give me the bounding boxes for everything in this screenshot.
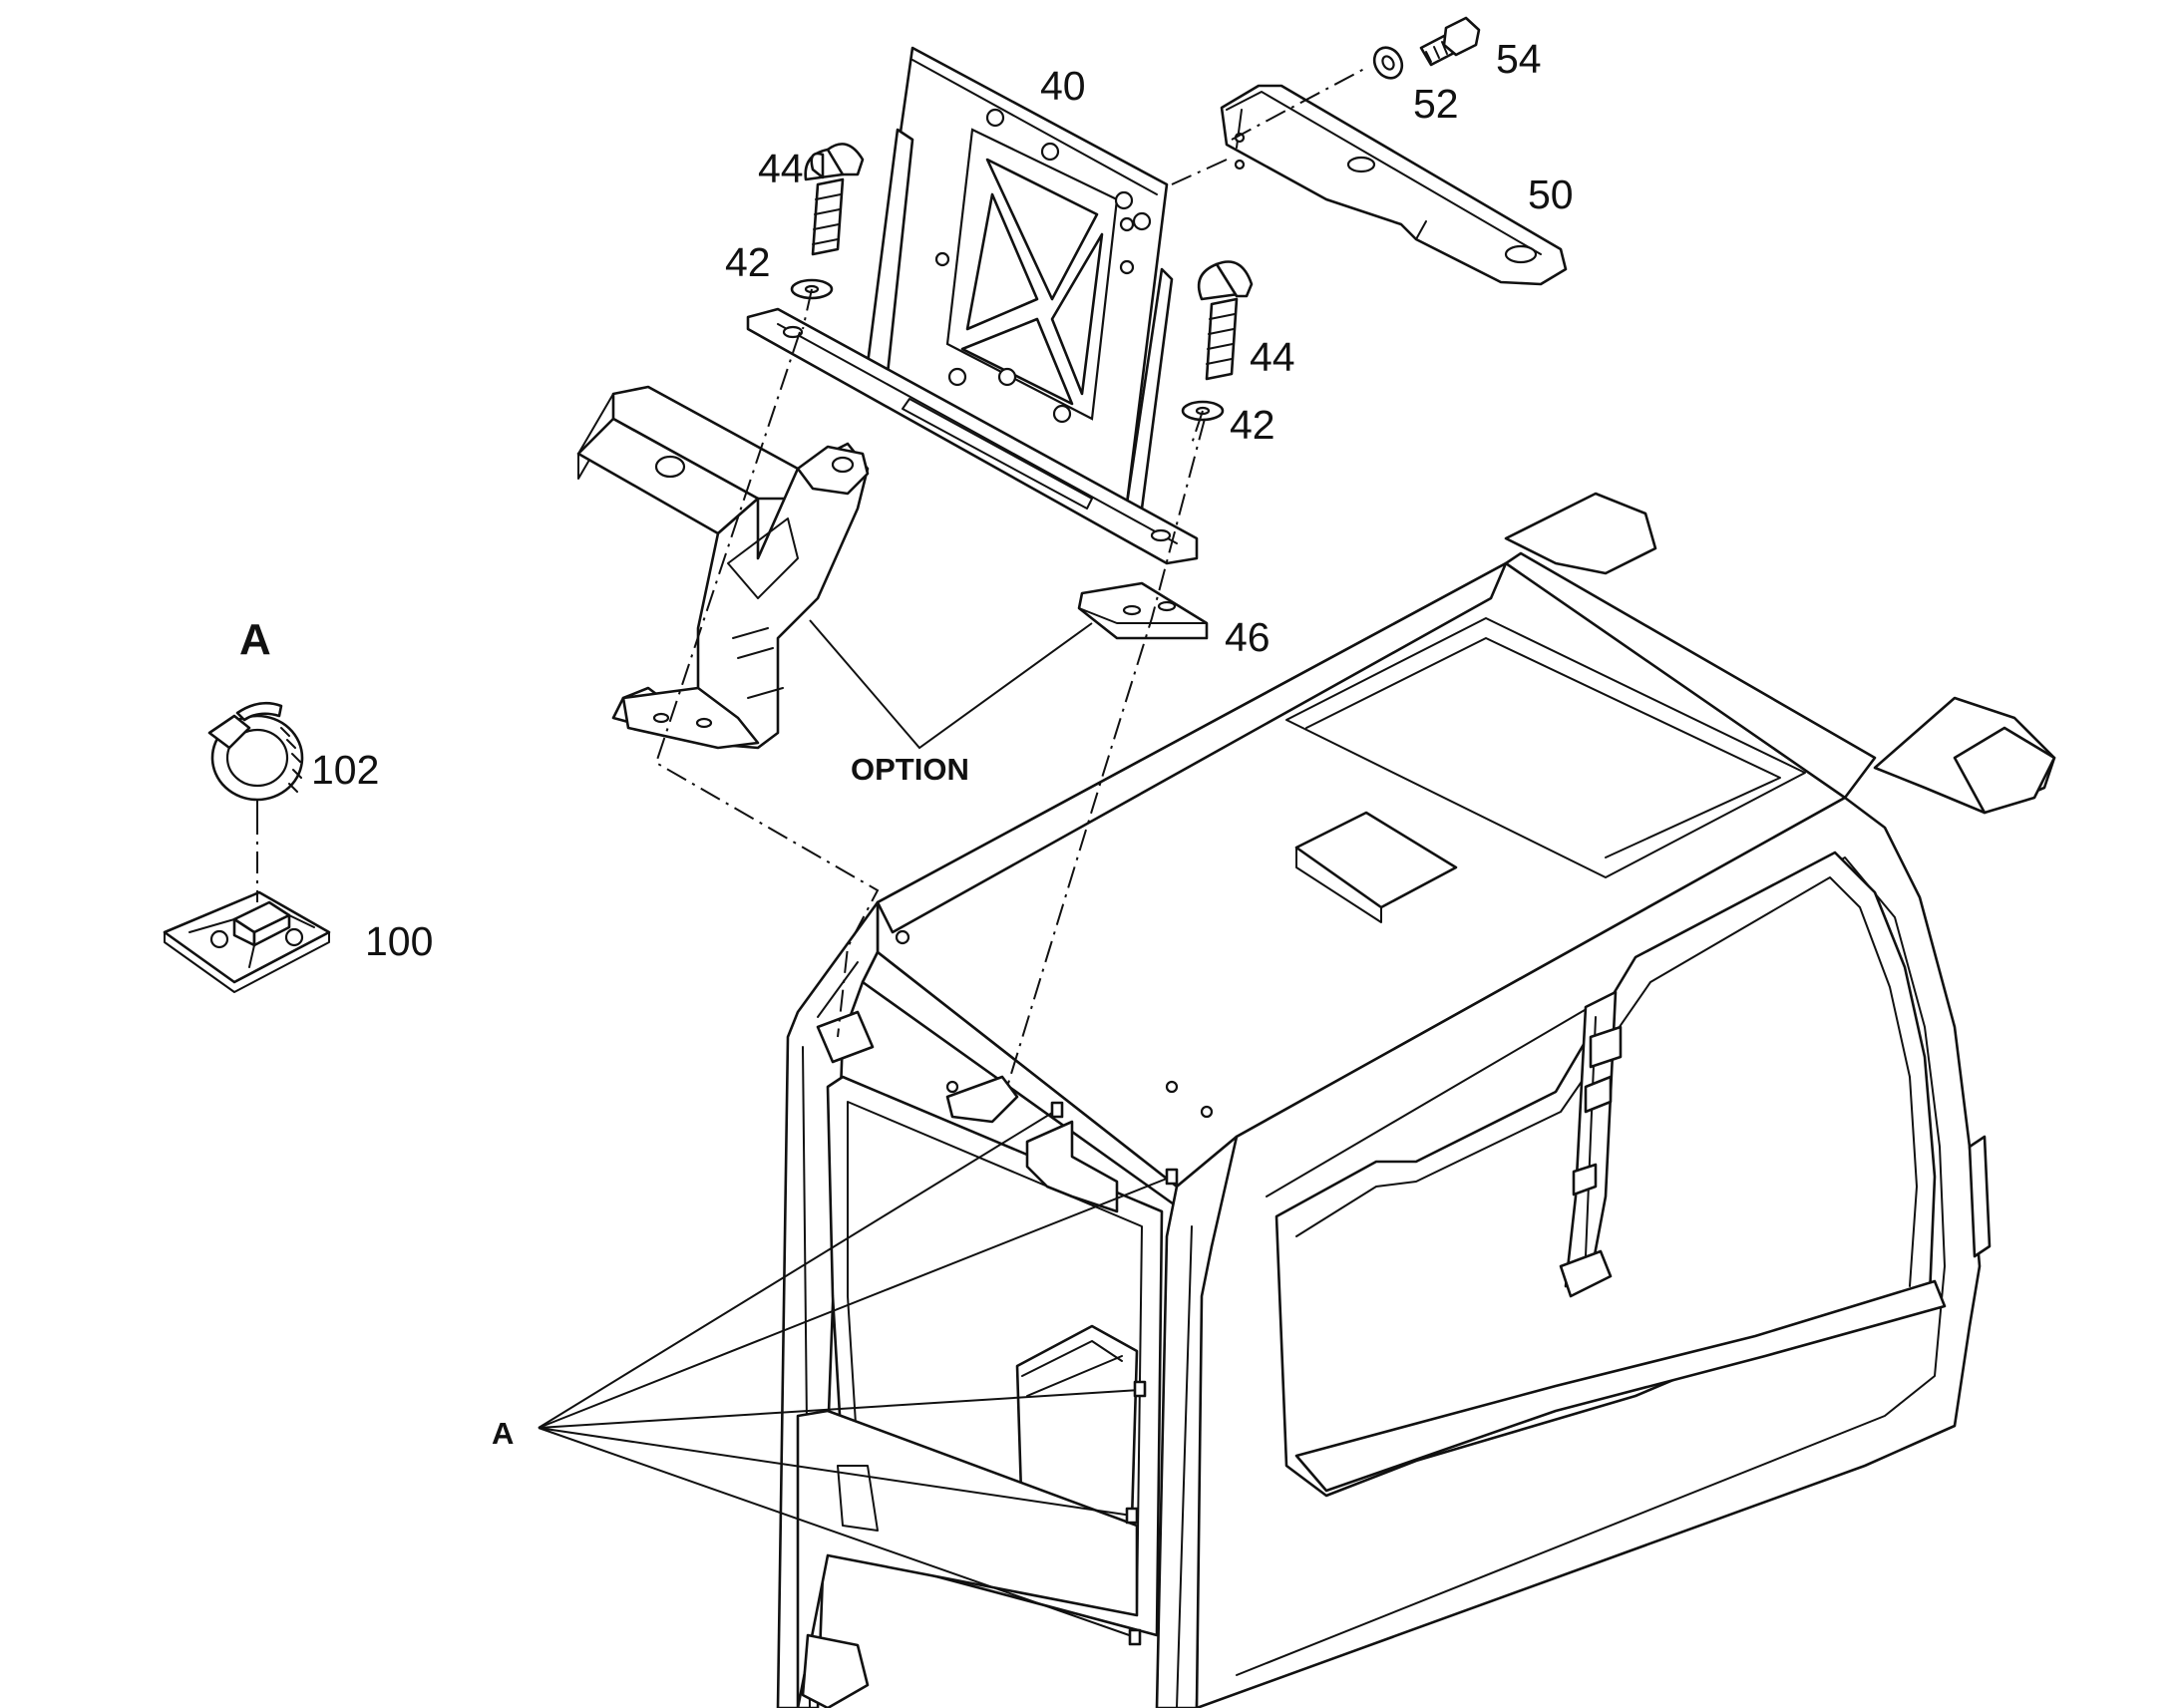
assembly-lines — [256, 67, 1367, 1088]
detail-a-title: A — [239, 615, 271, 664]
part-50-bracket — [1220, 84, 1568, 286]
callout-labels: 40 44 42 44 42 46 50 52 54 100 102 OPTIO… — [239, 36, 1574, 1451]
cab-frame — [776, 492, 2056, 1708]
callout-54: 54 — [1496, 36, 1542, 82]
callout-100: 100 — [365, 918, 433, 964]
callout-42-right: 42 — [1230, 402, 1275, 448]
callout-40: 40 — [1040, 63, 1086, 109]
part-54-bolt — [1419, 16, 1481, 67]
part-46-plate — [1077, 581, 1209, 640]
callout-44-left: 44 — [758, 146, 804, 191]
part-44-wing-bolt-right — [1197, 260, 1254, 381]
part-42-washer-left — [790, 278, 834, 300]
callout-44-right: 44 — [1250, 334, 1295, 380]
callout-42-left: 42 — [725, 239, 771, 285]
option-bracket — [576, 385, 870, 750]
part-100-cable-tie-mount — [163, 890, 331, 993]
callout-46: 46 — [1225, 614, 1271, 660]
callout-50: 50 — [1528, 171, 1574, 217]
part-40-mounting-plate — [746, 46, 1199, 565]
leader-lines — [538, 619, 1179, 1646]
callout-52: 52 — [1413, 81, 1459, 127]
callout-102: 102 — [311, 747, 379, 793]
detail-a-pointer-label: A — [492, 1416, 514, 1451]
part-44-wing-bolt-left — [804, 143, 865, 256]
option-label: OPTION — [851, 752, 969, 787]
part-52-washer — [1372, 46, 1404, 80]
part-102-clamp — [207, 701, 304, 814]
